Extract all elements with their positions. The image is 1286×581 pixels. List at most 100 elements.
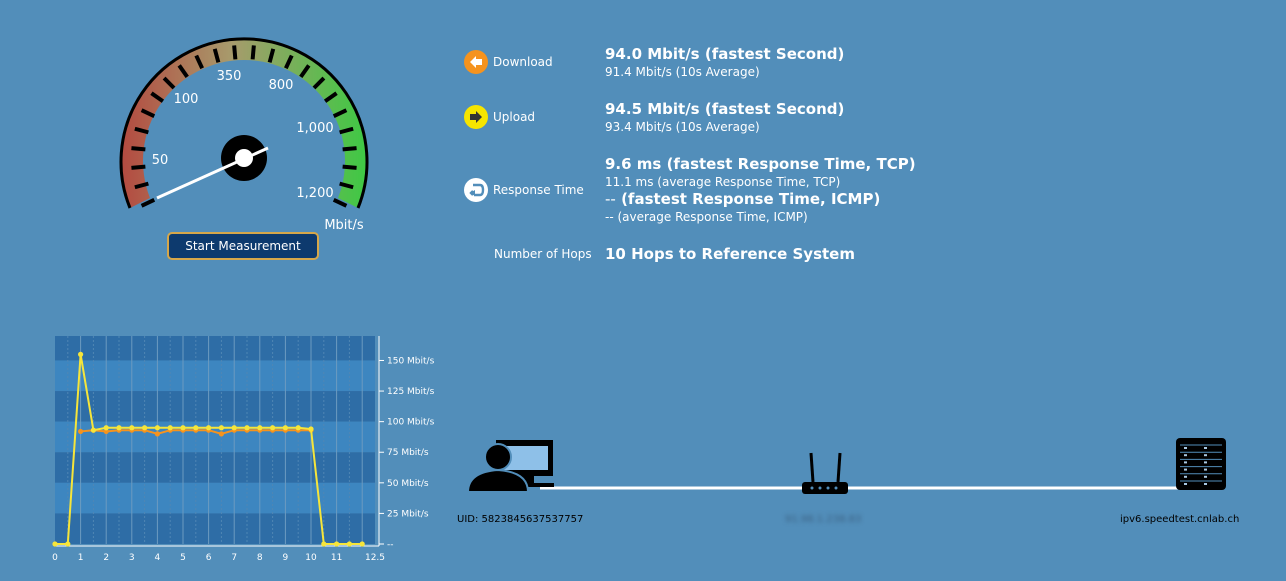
chart-point: [180, 425, 186, 431]
y-tick-label: 25 Mbit/s: [387, 509, 429, 519]
start-measurement-button[interactable]: Start Measurement: [167, 232, 319, 260]
chart-point: [270, 425, 276, 431]
upload-fastest: 94.5 Mbit/s (fastest Second): [605, 100, 845, 118]
gauge-tick: [177, 64, 189, 79]
x-tick-label: 6: [206, 553, 212, 563]
network-topology: [466, 438, 1226, 494]
router-ip-label: 91.98.1.238.83: [785, 514, 862, 525]
uid-label: UID: 5823845637537757: [457, 514, 584, 525]
response-time-label: Response Time: [493, 183, 584, 197]
gauge-tick: [232, 45, 238, 60]
gauge-ticks: [131, 45, 357, 208]
chart-point: [218, 425, 224, 431]
gauge-tick: [212, 48, 221, 63]
gauge-tick: [250, 45, 256, 60]
x-tick-label: 5: [180, 553, 186, 563]
gauge-tick: [332, 198, 348, 208]
icmp-fastest-text: (fastest Response Time, ICMP): [621, 190, 881, 208]
upload-label: Upload: [493, 110, 536, 124]
chart-point: [334, 541, 340, 547]
speed-chart: -- 25 Mbit/s 50 Mbit/s 75 Mbit/s 100 Mbit/s 1…: [52, 336, 435, 563]
gauge-tick: [140, 198, 156, 208]
gauge-tick: [267, 48, 276, 63]
chart-point: [206, 425, 212, 431]
download-icon: [464, 50, 488, 74]
chart-point: [295, 425, 301, 431]
chart-band: [55, 482, 375, 514]
gauge-tick: [134, 181, 149, 190]
chart-point: [231, 425, 237, 431]
chart-point: [167, 425, 173, 431]
download-fastest: 94.0 Mbit/s (fastest Second): [605, 45, 845, 63]
gauge-tick: [342, 164, 357, 170]
upload-average: 93.4 Mbit/s (10s Average): [605, 120, 760, 134]
gauge-tick: [339, 181, 354, 190]
x-tick-label: 0: [52, 553, 58, 563]
x-tick-label: 11: [331, 553, 342, 563]
x-tick-label: 1: [78, 553, 84, 563]
response-time-icon: [464, 178, 488, 202]
chart-point: [129, 425, 135, 431]
chart-point: [244, 425, 250, 431]
download-average: 91.4 Mbit/s (10s Average): [605, 65, 760, 79]
chart-point: [90, 427, 96, 433]
x-tick-label: 3: [129, 553, 135, 563]
gauge-label-100: 100: [174, 92, 199, 107]
chart-point: [154, 431, 160, 437]
chart-point: [65, 541, 71, 547]
y-tick-label: 150 Mbit/s: [387, 356, 435, 366]
chart-band: [55, 360, 375, 392]
gauge-tick: [299, 64, 311, 79]
hops-label: Number of Hops: [494, 247, 592, 261]
gauge-label-1000: 1,000: [296, 121, 333, 136]
tcp-fastest: 9.6 ms (fastest Response Time, TCP): [605, 155, 916, 173]
chart-point: [346, 541, 352, 547]
chart-point: [359, 541, 365, 547]
chart-point: [78, 351, 84, 357]
hops-value: 10 Hops to Reference System: [605, 245, 855, 263]
chart-point: [103, 428, 109, 435]
y-tick-label: 75 Mbit/s: [387, 448, 429, 458]
y-tick-label: 50 Mbit/s: [387, 479, 429, 489]
chart-point: [308, 426, 314, 432]
chart-point: [257, 425, 263, 431]
gauge-tick: [150, 91, 165, 103]
chart-point: [103, 425, 109, 431]
y-tick-label: --: [387, 540, 394, 550]
gauge-label-350: 350: [217, 69, 242, 84]
gauge-tick: [342, 146, 357, 152]
chart-band: [55, 452, 375, 483]
chart-point: [321, 541, 327, 547]
router-icon: [802, 452, 848, 494]
x-tick-label: 9: [283, 553, 289, 563]
gauge-tick: [194, 54, 204, 70]
gauge-label-50: 50: [152, 153, 169, 168]
gauge-label-800: 800: [269, 78, 294, 93]
gauge-unit: Mbit/s: [324, 218, 364, 233]
tcp-average: 11.1 ms (average Response Time, TCP): [605, 175, 841, 189]
gauge-arc-fill: [120, 38, 367, 208]
chart-point: [52, 541, 58, 547]
gauge-tick: [131, 164, 146, 170]
chart-point: [282, 425, 288, 431]
gauge-tick: [323, 91, 338, 103]
download-label: Download: [493, 55, 553, 69]
gauge-tick: [134, 126, 149, 135]
chart-band: [55, 513, 375, 544]
gauge-tick: [284, 54, 294, 70]
chart-point: [116, 425, 122, 431]
chart-band: [55, 336, 375, 361]
x-tick-label: 2: [103, 553, 109, 563]
chart-point: [78, 428, 84, 435]
gauge-tick: [140, 108, 156, 118]
gauge-tick: [339, 126, 354, 135]
user-computer-icon: [466, 440, 554, 493]
chart-point: [193, 425, 199, 431]
gauge-arc-outline: [119, 37, 369, 209]
x-tick-label: 10: [305, 553, 317, 563]
x-tick-label: 7: [231, 553, 237, 563]
gauge-tick: [332, 108, 348, 118]
gauge-needle: [156, 146, 269, 200]
y-tick-label: 100 Mbit/s: [387, 418, 435, 428]
chart-point: [142, 425, 148, 431]
